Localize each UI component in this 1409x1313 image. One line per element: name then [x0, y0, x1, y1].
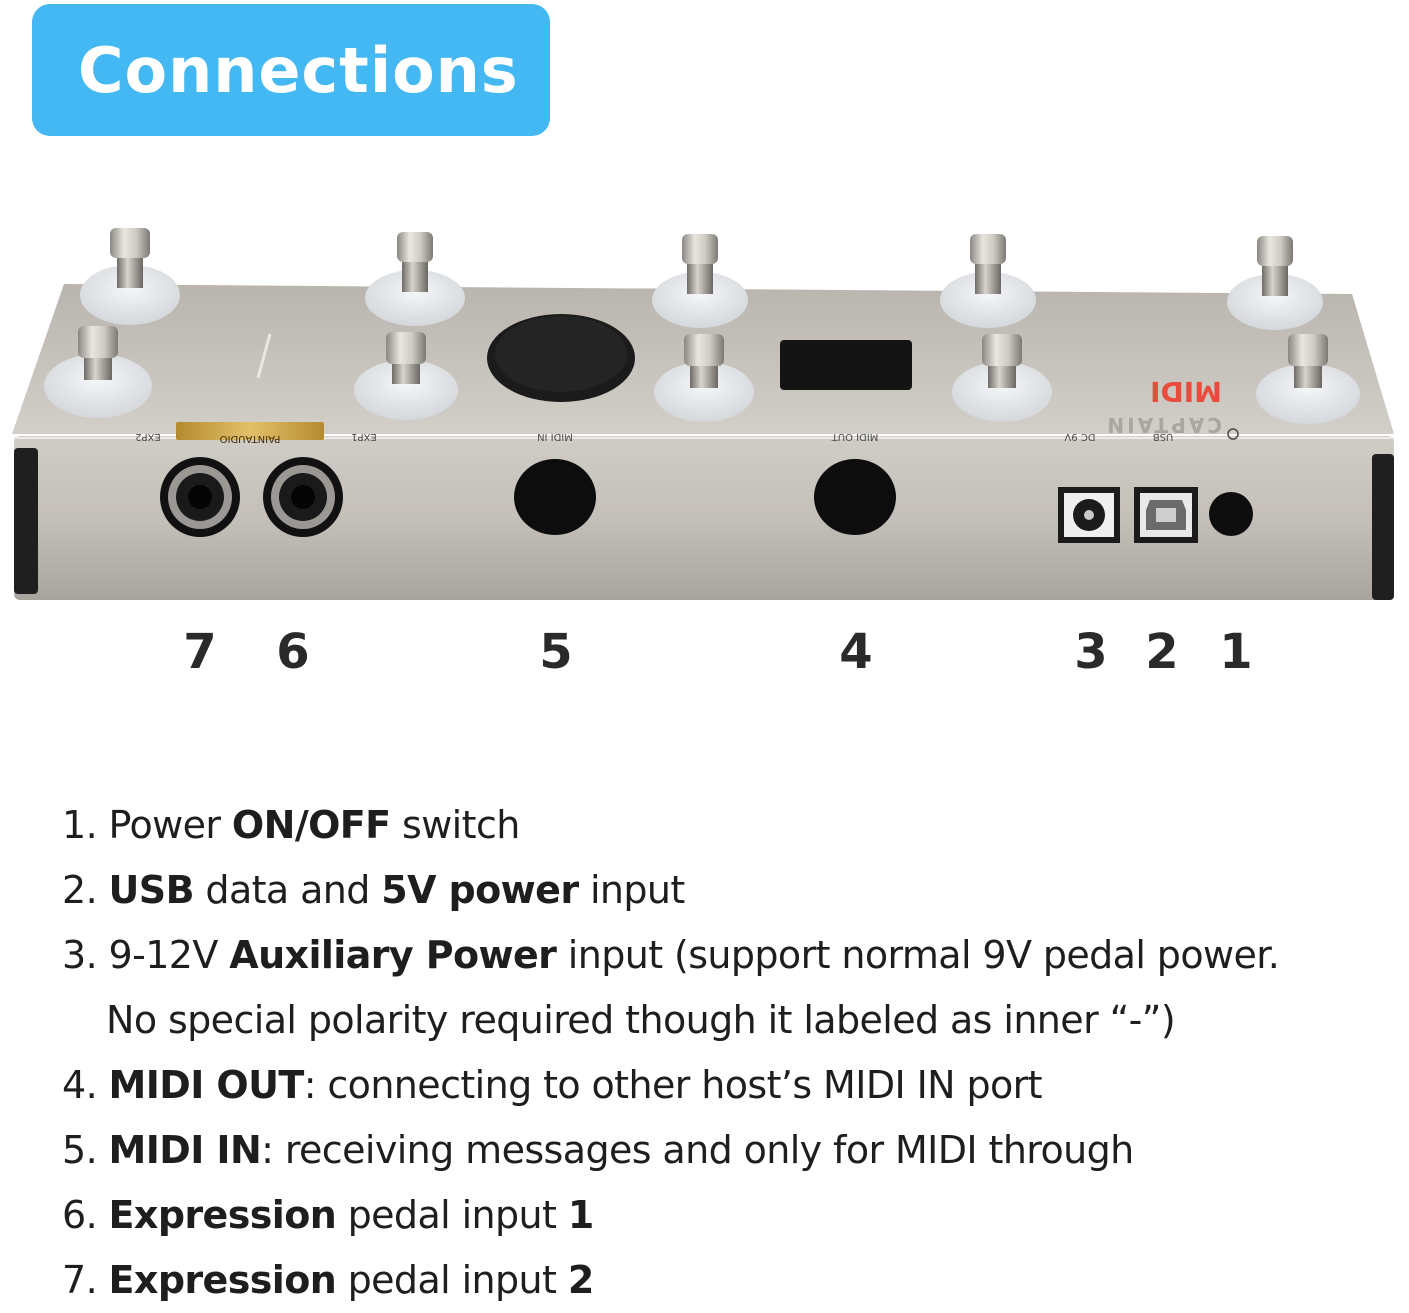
brand-word: MIDI	[1150, 375, 1222, 408]
maker-label: PAINTAUDIO	[220, 433, 281, 444]
device-right-endcap	[1372, 454, 1394, 600]
legend-item-2: 2. USB data and 5V power input	[62, 868, 685, 912]
port-number-6: 6	[276, 624, 310, 680]
port-number-5: 5	[539, 624, 573, 680]
legend-item-3-continued: No special polarity required though it l…	[106, 998, 1176, 1042]
power-symbol-icon	[1227, 428, 1239, 440]
exp1-label: EXP1	[351, 431, 377, 442]
footswitch-front-2	[354, 332, 458, 420]
footswitch-back-2	[365, 232, 465, 326]
footswitch-back-4	[940, 234, 1036, 328]
legend-item-6: 6. Expression pedal input 1	[62, 1193, 594, 1237]
exp2-jack	[160, 457, 240, 537]
legend-item-1: 1. Power ON/OFF switch	[62, 803, 520, 847]
midi-out-label: MIDI OUT	[831, 431, 879, 442]
exp2-label: EXP2	[135, 431, 161, 442]
legend-item-3: 3. 9-12V Auxiliary Power input (support …	[62, 933, 1280, 977]
midi-in-port	[514, 459, 596, 535]
footswitch-front-4	[952, 334, 1052, 422]
section-title: Connections	[78, 33, 519, 107]
midi-in-label: MIDI IN	[537, 431, 573, 442]
footswitch-back-3	[652, 234, 748, 328]
port-number-3: 3	[1074, 624, 1108, 680]
legend-item-4: 4. MIDI OUT: connecting to other host’s …	[62, 1063, 1043, 1107]
footswitch-front-5	[1256, 334, 1360, 424]
port-number-2: 2	[1145, 624, 1179, 680]
port-number-1: 1	[1219, 624, 1253, 680]
power-switch	[1209, 492, 1253, 536]
usb-label: USB	[1153, 431, 1174, 442]
lcd-screen	[780, 340, 912, 390]
exp1-jack	[263, 457, 343, 537]
device-brand: MIDI CAPTAIN	[1104, 375, 1222, 437]
legend-item-5: 5. MIDI IN: receiving messages and only …	[62, 1128, 1134, 1172]
midi-out-port	[814, 459, 896, 535]
footswitch-front-1	[44, 326, 152, 418]
dc-label: DC 9V	[1064, 431, 1095, 442]
section-title-badge: Connections	[32, 4, 550, 136]
connections-legend: 1. Power ON/OFF switch 2. USB data and 5…	[62, 793, 1280, 1313]
device-front-panel	[14, 436, 1394, 600]
midi-controller-photo: MIDI CAPTAIN PAINTAUDIO EXP2 EXP1 MIDI I…	[12, 228, 1394, 600]
footswitch-back-1	[80, 228, 180, 325]
dc-power-jack	[1058, 487, 1120, 543]
model-word: CAPTAIN	[1104, 413, 1222, 437]
port-number-7: 7	[183, 624, 217, 680]
port-number-4: 4	[839, 624, 873, 680]
legend-item-7: 7. Expression pedal input 2	[62, 1258, 594, 1302]
device-left-endcap	[14, 448, 38, 594]
usb-b-port	[1134, 487, 1198, 543]
footswitch-back-5	[1227, 236, 1323, 330]
maker-plate	[176, 422, 324, 440]
footswitch-front-3	[654, 334, 754, 422]
